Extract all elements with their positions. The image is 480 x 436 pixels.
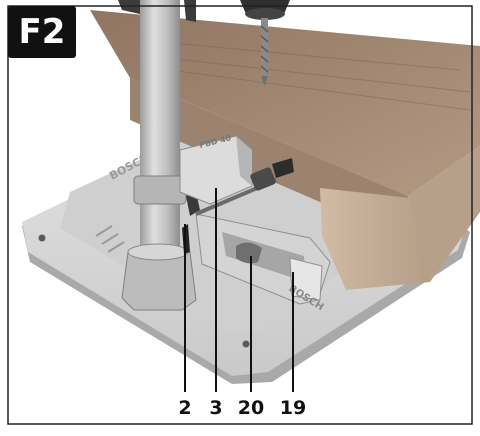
clamp-assembly: PBD 40 (179, 133, 294, 216)
wood-workpiece (90, 10, 480, 290)
callout-2: 2 (178, 397, 191, 419)
figure-frame (7, 5, 473, 425)
callout-20: 20 (238, 397, 264, 419)
callout-leaders (184, 188, 294, 392)
figure-tag: F2 (8, 6, 76, 58)
callout-3: 3 (209, 397, 222, 419)
workpiece-holder: BOSCH (195, 213, 331, 313)
callout-19: 19 (280, 397, 306, 419)
mounting-hole (38, 234, 46, 242)
clamp-handle-20 (236, 242, 262, 264)
mounting-hole (242, 340, 250, 348)
